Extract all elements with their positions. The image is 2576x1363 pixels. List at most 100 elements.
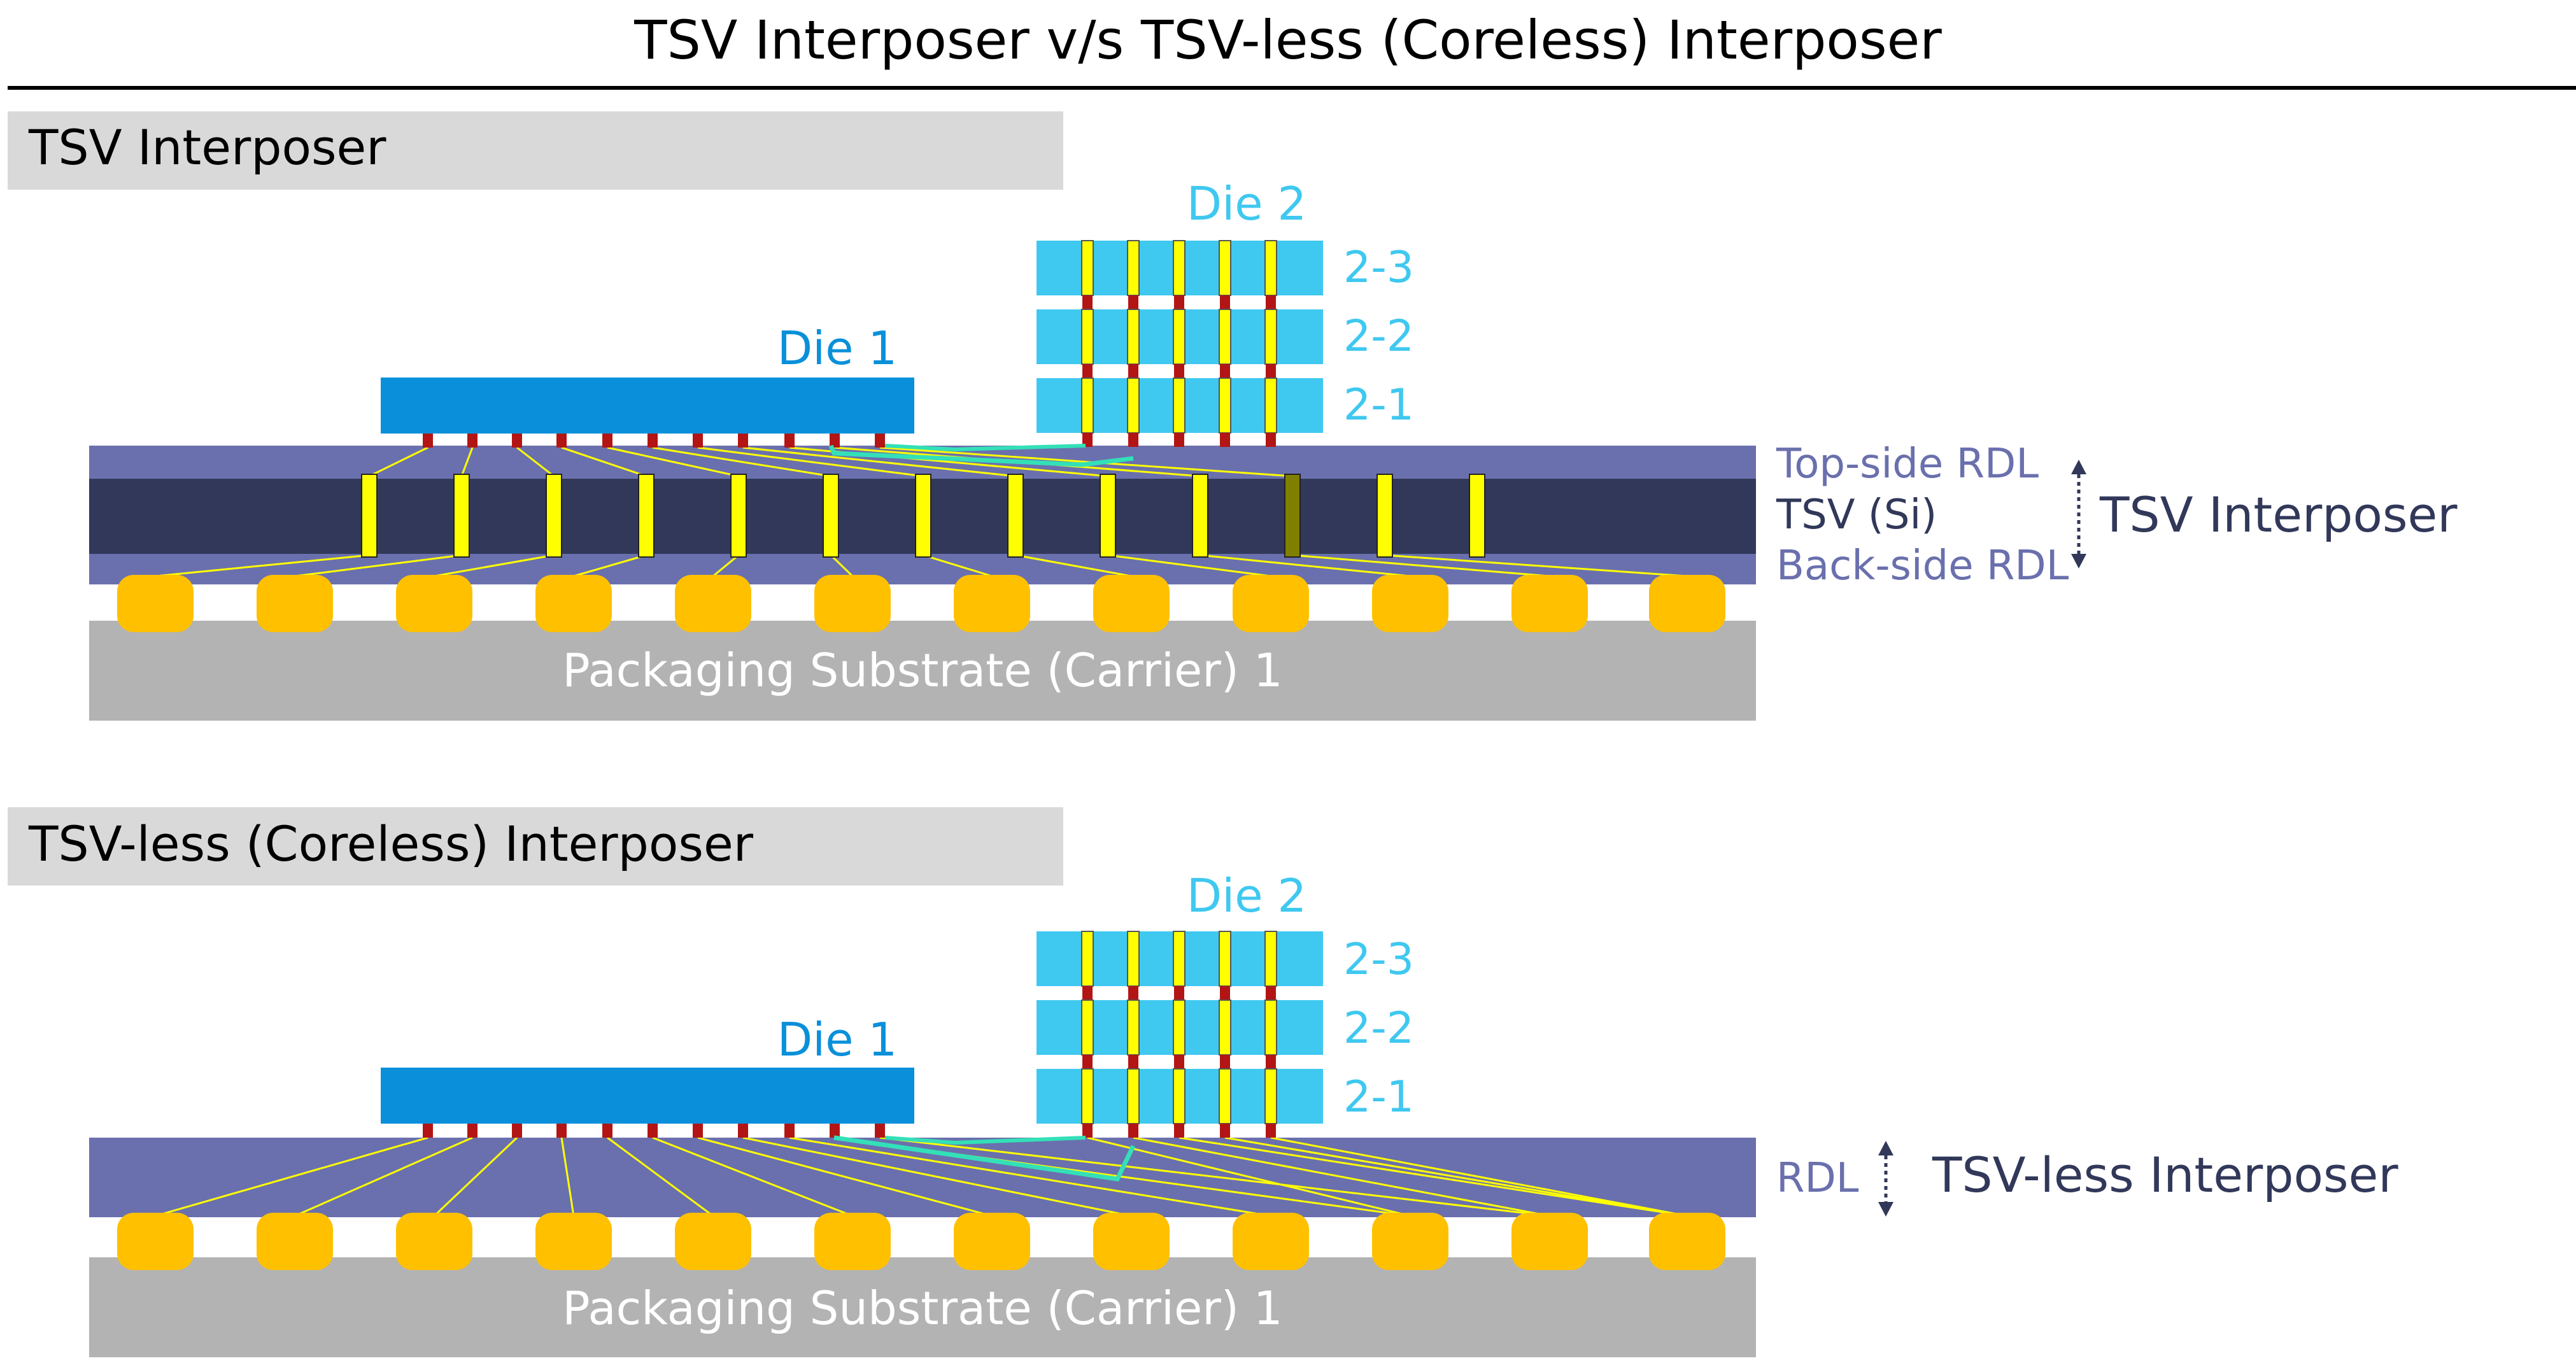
bracket-label: TSV-less Interposer bbox=[1932, 1147, 2398, 1203]
solder-ball bbox=[257, 575, 333, 632]
solder-ball bbox=[1511, 1213, 1588, 1270]
panel-header-bar bbox=[8, 111, 1063, 190]
die-2-via bbox=[1127, 1068, 1140, 1124]
tsv-via bbox=[730, 474, 747, 558]
die-2-via bbox=[1127, 240, 1140, 296]
die-2-via bbox=[1264, 1068, 1277, 1124]
die-2-via bbox=[1127, 378, 1140, 434]
solder-ball bbox=[257, 1213, 333, 1270]
die-2-via bbox=[1219, 1068, 1231, 1124]
die-to-die-trace bbox=[833, 1135, 1136, 1182]
microbump bbox=[423, 434, 433, 448]
microbump bbox=[693, 434, 703, 448]
die-2-via bbox=[1264, 240, 1277, 296]
die-2-via bbox=[1173, 240, 1185, 296]
tsv-via bbox=[638, 474, 655, 558]
solder-ball bbox=[675, 575, 751, 632]
die-2-stack bbox=[1037, 931, 1323, 1138]
microbump bbox=[1082, 986, 1093, 1000]
arrow-up-icon bbox=[1878, 1141, 1893, 1155]
microbump bbox=[1174, 1055, 1184, 1069]
solder-ball bbox=[1233, 575, 1309, 632]
rdl-trace bbox=[294, 554, 462, 577]
stack-label-2-2: 2-2 bbox=[1343, 311, 1414, 362]
rdl-trace bbox=[1200, 554, 1411, 577]
die-to-die-trace bbox=[884, 444, 1086, 452]
solder-ball bbox=[396, 575, 472, 632]
die-2-via bbox=[1081, 309, 1094, 365]
back-side-rdl bbox=[89, 554, 1756, 584]
tsv-via bbox=[823, 474, 839, 558]
rdl-trace bbox=[879, 446, 1293, 477]
arrow-up-icon bbox=[2071, 460, 2086, 474]
microbump bbox=[738, 434, 748, 448]
rdl-trace bbox=[1384, 554, 1688, 577]
rdl-trace bbox=[1107, 554, 1271, 577]
arrow-down-icon bbox=[2071, 554, 2086, 569]
solder-ball bbox=[675, 1213, 751, 1270]
microbump bbox=[1082, 433, 1093, 447]
stack-label-2-1: 2-1 bbox=[1343, 1072, 1414, 1122]
tsv-vias bbox=[361, 474, 1485, 558]
die-1 bbox=[381, 1068, 914, 1124]
solder-ball bbox=[1511, 575, 1588, 632]
microbump bbox=[738, 1124, 748, 1138]
rdl-trace bbox=[1292, 554, 1550, 577]
microbump bbox=[467, 1124, 478, 1138]
microbump bbox=[1174, 364, 1184, 378]
die-2-via bbox=[1127, 999, 1140, 1056]
rdl-trace bbox=[433, 1136, 518, 1217]
rdl-trace bbox=[742, 446, 1016, 477]
microbump bbox=[1174, 986, 1184, 1000]
microbump bbox=[1220, 295, 1230, 309]
rdl-trace bbox=[560, 1137, 575, 1217]
microbump bbox=[830, 434, 840, 448]
rdl-trace bbox=[697, 446, 924, 477]
panel-header: TSV-less (Coreless) Interposer bbox=[28, 816, 754, 872]
bracket-label: TSV Interposer bbox=[2099, 486, 2458, 543]
panel-tsv-interposer: TSV Interposer Packaging Substrate (Carr… bbox=[8, 111, 2458, 721]
microbump bbox=[1082, 364, 1093, 378]
microbump bbox=[1128, 986, 1138, 1000]
solder-ball bbox=[814, 575, 891, 632]
microbump bbox=[1220, 364, 1230, 378]
rdl-trace bbox=[1270, 1136, 1688, 1217]
rdl-trace bbox=[434, 554, 555, 577]
microbump bbox=[1220, 1124, 1230, 1138]
microbump bbox=[1128, 1124, 1138, 1138]
microbump bbox=[467, 434, 478, 448]
stack-label-2-1: 2-1 bbox=[1343, 380, 1414, 430]
rdl-trace bbox=[561, 446, 647, 477]
microbump bbox=[1266, 1124, 1276, 1138]
die-2-via bbox=[1219, 309, 1231, 365]
rdl-trace bbox=[830, 554, 854, 577]
microbump bbox=[1128, 364, 1138, 378]
rdl-trace bbox=[155, 1136, 428, 1217]
panel-tsv-less-interposer: TSV-less (Coreless) Interposer Packaging… bbox=[8, 807, 2398, 1357]
solder-ball bbox=[117, 1213, 194, 1270]
stack-label-2-3: 2-3 bbox=[1343, 935, 1414, 985]
rdl-trace bbox=[155, 554, 370, 577]
stack-label-2-2: 2-2 bbox=[1343, 1003, 1414, 1054]
die-1-label: Die 1 bbox=[777, 321, 897, 375]
microbump bbox=[693, 1124, 703, 1138]
solder-ball bbox=[954, 575, 1030, 632]
microbump bbox=[1174, 433, 1184, 447]
substrate-label: Packaging Substrate (Carrier) 1 bbox=[562, 644, 1282, 697]
arrow-down-icon bbox=[1878, 1202, 1893, 1217]
solder-ball bbox=[814, 1213, 891, 1270]
solder-ball bbox=[1372, 1213, 1448, 1270]
microbump bbox=[648, 434, 658, 448]
die-2-via bbox=[1173, 999, 1185, 1056]
die-2-via bbox=[1081, 378, 1094, 434]
microbump bbox=[556, 1124, 567, 1138]
rdl-trace bbox=[607, 446, 739, 477]
microbump bbox=[1266, 1055, 1276, 1069]
rdl-traces bbox=[155, 1136, 1688, 1217]
packaging-substrate bbox=[89, 1257, 1756, 1357]
die-2-via bbox=[1264, 309, 1277, 365]
microbump bbox=[1128, 433, 1138, 447]
microbump bbox=[1082, 295, 1093, 309]
layer-label-back-side-rdl: Back-side RDL bbox=[1776, 542, 2069, 590]
solder-ball bbox=[1093, 575, 1170, 632]
